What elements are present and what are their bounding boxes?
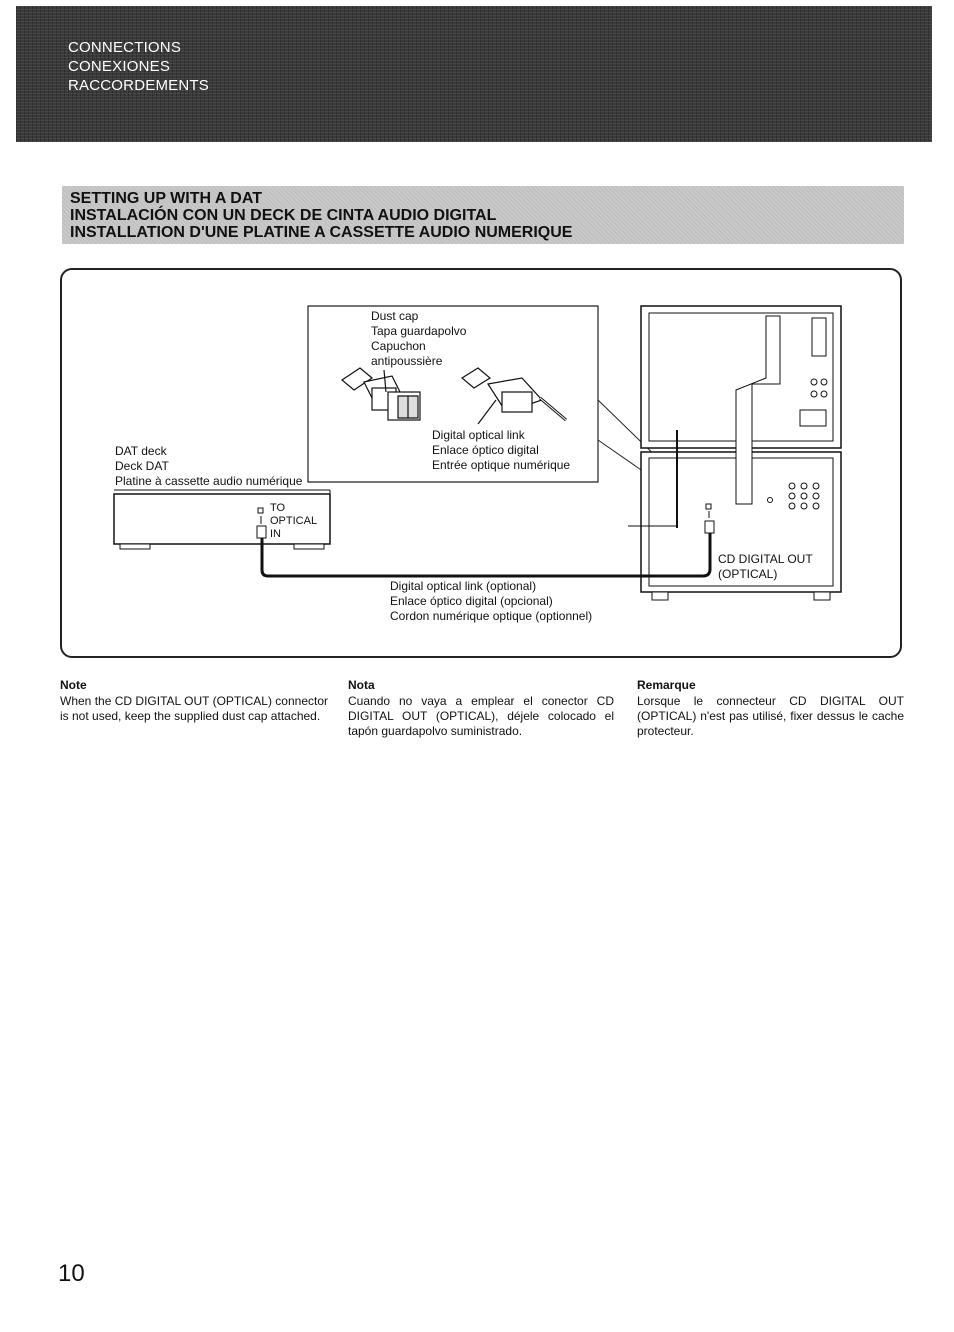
section-titles: SETTING UP WITH A DAT INSTALACIÓN CON UN… bbox=[70, 190, 572, 241]
dust-cap-label-fr-2: antipoussière bbox=[371, 354, 443, 368]
dat-deck bbox=[113, 489, 331, 550]
dat-deck-label-en: DAT deck bbox=[115, 444, 167, 458]
dust-cap-label-en: Dust cap bbox=[371, 309, 419, 323]
section-title-es: INSTALACIÓN CON UN DECK DE CINTA AUDIO D… bbox=[70, 207, 497, 224]
section-title-fr: INSTALLATION D'UNE PLATINE A CASSETTE AU… bbox=[70, 224, 573, 241]
cd-player bbox=[628, 305, 842, 601]
note-es-body: Cuando no vaya a emplear el conector CD … bbox=[348, 694, 614, 738]
note-es: Nota Cuando no vaya a emplear el conecto… bbox=[348, 678, 614, 739]
dust-cap-illustration bbox=[340, 367, 421, 421]
optical-cable bbox=[260, 533, 712, 578]
note-en-heading: Note bbox=[60, 678, 87, 692]
optional-link-label-fr: Cordon numérique optique (optionnel) bbox=[390, 609, 593, 623]
note-fr-body: Lorsque le connecteur CD DIGITAL OUT (OP… bbox=[637, 694, 904, 738]
to-optical-in-label-optical: OPTICAL bbox=[270, 515, 318, 527]
note-fr: Remarque Lorsque le connecteur CD DIGITA… bbox=[637, 678, 904, 739]
header-title-es: CONEXIONES bbox=[68, 58, 171, 75]
dust-cap-label-fr-1: Capuchon bbox=[371, 339, 426, 353]
dat-deck-label-es: Deck DAT bbox=[115, 459, 169, 473]
optional-link-label-es: Enlace óptico digital (opcional) bbox=[390, 594, 553, 608]
cd-digital-out-label-line1: CD DIGITAL OUT bbox=[718, 552, 813, 566]
optical-link-label: Digital optical link Enlace óptico digit… bbox=[432, 428, 570, 473]
optional-link-label: Digital optical link (optional) Enlace ó… bbox=[390, 579, 592, 624]
cd-digital-out-label-line2: (OPTICAL) bbox=[718, 567, 778, 581]
optical-link-label-en: Digital optical link bbox=[432, 428, 525, 442]
dust-cap-label-es: Tapa guardapolvo bbox=[371, 324, 467, 338]
note-en-body: When the CD DIGITAL OUT (OPTICAL) connec… bbox=[60, 694, 328, 723]
to-optical-in-label-in: IN bbox=[270, 528, 281, 540]
optional-link-label-en: Digital optical link (optional) bbox=[390, 579, 537, 593]
cd-digital-out-label: CD DIGITAL OUT (OPTICAL) bbox=[718, 552, 813, 582]
optical-link-label-fr: Entrée optique numérique bbox=[432, 458, 571, 472]
page-number: 10 bbox=[58, 1260, 85, 1287]
section-title-en: SETTING UP WITH A DAT bbox=[70, 190, 262, 207]
note-es-heading: Nota bbox=[348, 678, 375, 692]
to-optical-in-label: TO OPTICAL IN bbox=[270, 502, 317, 541]
header-band: CONNECTIONS CONEXIONES RACCORDEMENTS bbox=[16, 6, 932, 142]
note-fr-heading: Remarque bbox=[637, 678, 696, 692]
header-title-en: CONNECTIONS bbox=[68, 39, 182, 56]
optical-plug-illustration bbox=[460, 367, 567, 425]
dust-cap-label: Dust cap Tapa guardapolvo Capuchon antip… bbox=[371, 309, 466, 369]
header-titles: CONNECTIONS CONEXIONES RACCORDEMENTS bbox=[68, 38, 209, 95]
connection-diagram-frame bbox=[60, 268, 902, 658]
header-title-fr: RACCORDEMENTS bbox=[68, 77, 209, 94]
connection-diagram bbox=[113, 305, 842, 601]
optical-link-label-es: Enlace óptico digital bbox=[432, 443, 539, 457]
section-band: SETTING UP WITH A DAT INSTALACIÓN CON UN… bbox=[62, 186, 904, 244]
to-optical-in-label-to: TO bbox=[270, 502, 286, 514]
note-en: Note When the CD DIGITAL OUT (OPTICAL) c… bbox=[60, 678, 328, 724]
dat-deck-label: DAT deck Deck DAT Platine à cassette aud… bbox=[115, 444, 302, 489]
dat-deck-label-fr: Platine à cassette audio numérique bbox=[115, 474, 303, 488]
